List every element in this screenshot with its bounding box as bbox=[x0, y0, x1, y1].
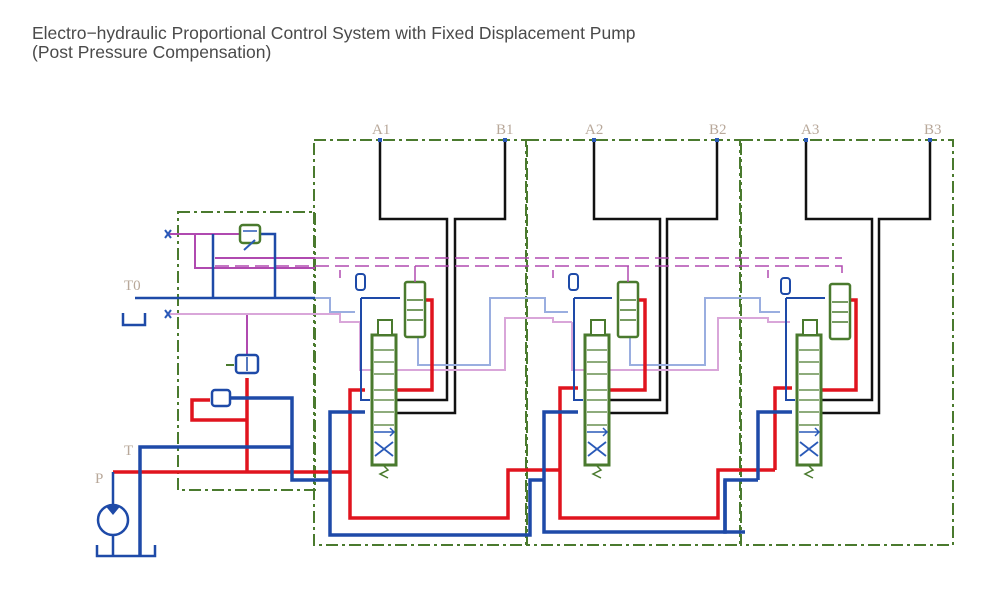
solenoid-3 bbox=[802, 319, 818, 336]
spool-tank-lines bbox=[360, 297, 825, 401]
port-label-t0: T0 bbox=[124, 278, 141, 294]
t-to-3-left bbox=[723, 480, 745, 534]
tank-lines bbox=[121, 232, 315, 327]
light-tank-line bbox=[315, 297, 780, 366]
port-dot-b2 bbox=[715, 138, 719, 142]
pilot-markers bbox=[164, 229, 172, 319]
diagram-title: Electro−hydraulic Proportional Control S… bbox=[32, 24, 636, 62]
p-section-2 bbox=[558, 386, 578, 470]
shuttle-valve-3 bbox=[780, 277, 791, 295]
relief-valve-top bbox=[238, 223, 262, 251]
t-section-1-up bbox=[328, 410, 365, 480]
spool-tank-1 bbox=[360, 298, 370, 401]
p-bypass-2 bbox=[558, 468, 775, 520]
section-2-valves bbox=[568, 266, 640, 479]
tank-return-lines bbox=[138, 396, 792, 555]
work-lines bbox=[378, 140, 932, 415]
relief-valve-inlet bbox=[210, 388, 232, 408]
section-1-boundary bbox=[313, 139, 527, 546]
relief-valve-icon bbox=[238, 223, 262, 245]
port-dot-a3 bbox=[804, 138, 808, 142]
plug-icon-1 bbox=[164, 229, 172, 239]
p-bypass-1 bbox=[348, 468, 560, 520]
p-section-1 bbox=[348, 388, 365, 472]
port-label-a3: A3 bbox=[801, 122, 819, 138]
solenoid-1 bbox=[377, 319, 393, 336]
plug-icon-2 bbox=[164, 309, 172, 319]
work-line-section-1 bbox=[378, 140, 507, 415]
spring-icon-2 bbox=[591, 465, 603, 479]
t-section-3-up bbox=[756, 410, 792, 480]
title-line-1: Electro−hydraulic Proportional Control S… bbox=[32, 23, 636, 43]
section-1-valves bbox=[355, 266, 427, 479]
section-boundaries bbox=[177, 139, 954, 546]
port-label-b1: B1 bbox=[496, 122, 514, 138]
inlet-relief-icon bbox=[210, 388, 232, 408]
solenoid-2 bbox=[590, 319, 606, 336]
spool-tank-2 bbox=[573, 298, 583, 401]
pump-symbol bbox=[95, 472, 157, 558]
work-line-section-2 bbox=[592, 140, 719, 415]
t0-tank-symbol bbox=[121, 313, 147, 327]
work-line-section-3 bbox=[804, 140, 932, 415]
pump-triangle bbox=[105, 505, 121, 515]
spring-icon-1 bbox=[378, 465, 390, 479]
section-2-boundary bbox=[526, 139, 741, 546]
spring-icon-3 bbox=[803, 465, 815, 479]
t-to-section-1 bbox=[328, 478, 544, 537]
shuttle-valve-1 bbox=[355, 273, 366, 291]
light-pilot-line bbox=[168, 313, 790, 371]
light-tank-lines bbox=[315, 297, 780, 366]
shuttle-valve-2 bbox=[568, 273, 579, 291]
port-label-a2: A2 bbox=[585, 122, 603, 138]
reservoir-icon bbox=[95, 545, 157, 558]
port-label-b3: B3 bbox=[924, 122, 942, 138]
port-dot-b3 bbox=[928, 138, 932, 142]
port-dot-b1 bbox=[503, 138, 507, 142]
port-label-t: T bbox=[124, 443, 133, 459]
title-line-2: (Post Pressure Compensation) bbox=[32, 42, 272, 62]
port-dot-a1 bbox=[378, 138, 382, 142]
light-pilot-lines bbox=[168, 313, 790, 371]
t-relief-return bbox=[223, 396, 330, 482]
port-label-b2: B2 bbox=[709, 122, 727, 138]
t-main-line bbox=[138, 445, 293, 555]
port-label-p: P bbox=[95, 471, 103, 487]
pump-icon bbox=[96, 503, 130, 537]
spool-tank-3 bbox=[785, 298, 795, 401]
p-relief-loop bbox=[190, 398, 247, 422]
port-dot-a2 bbox=[592, 138, 596, 142]
ls-line-lower bbox=[215, 265, 843, 275]
compensator-valve-inlet bbox=[226, 353, 260, 375]
t-section-2-up bbox=[542, 410, 578, 480]
section-3-valves bbox=[780, 277, 852, 479]
port-label-a1: A1 bbox=[372, 122, 390, 138]
section-3-boundary bbox=[740, 139, 954, 546]
pressure-lines bbox=[113, 298, 858, 520]
pilot-dashed-lines bbox=[215, 257, 843, 278]
inlet-pilot-lines bbox=[168, 233, 315, 355]
relief-drain bbox=[258, 232, 277, 298]
